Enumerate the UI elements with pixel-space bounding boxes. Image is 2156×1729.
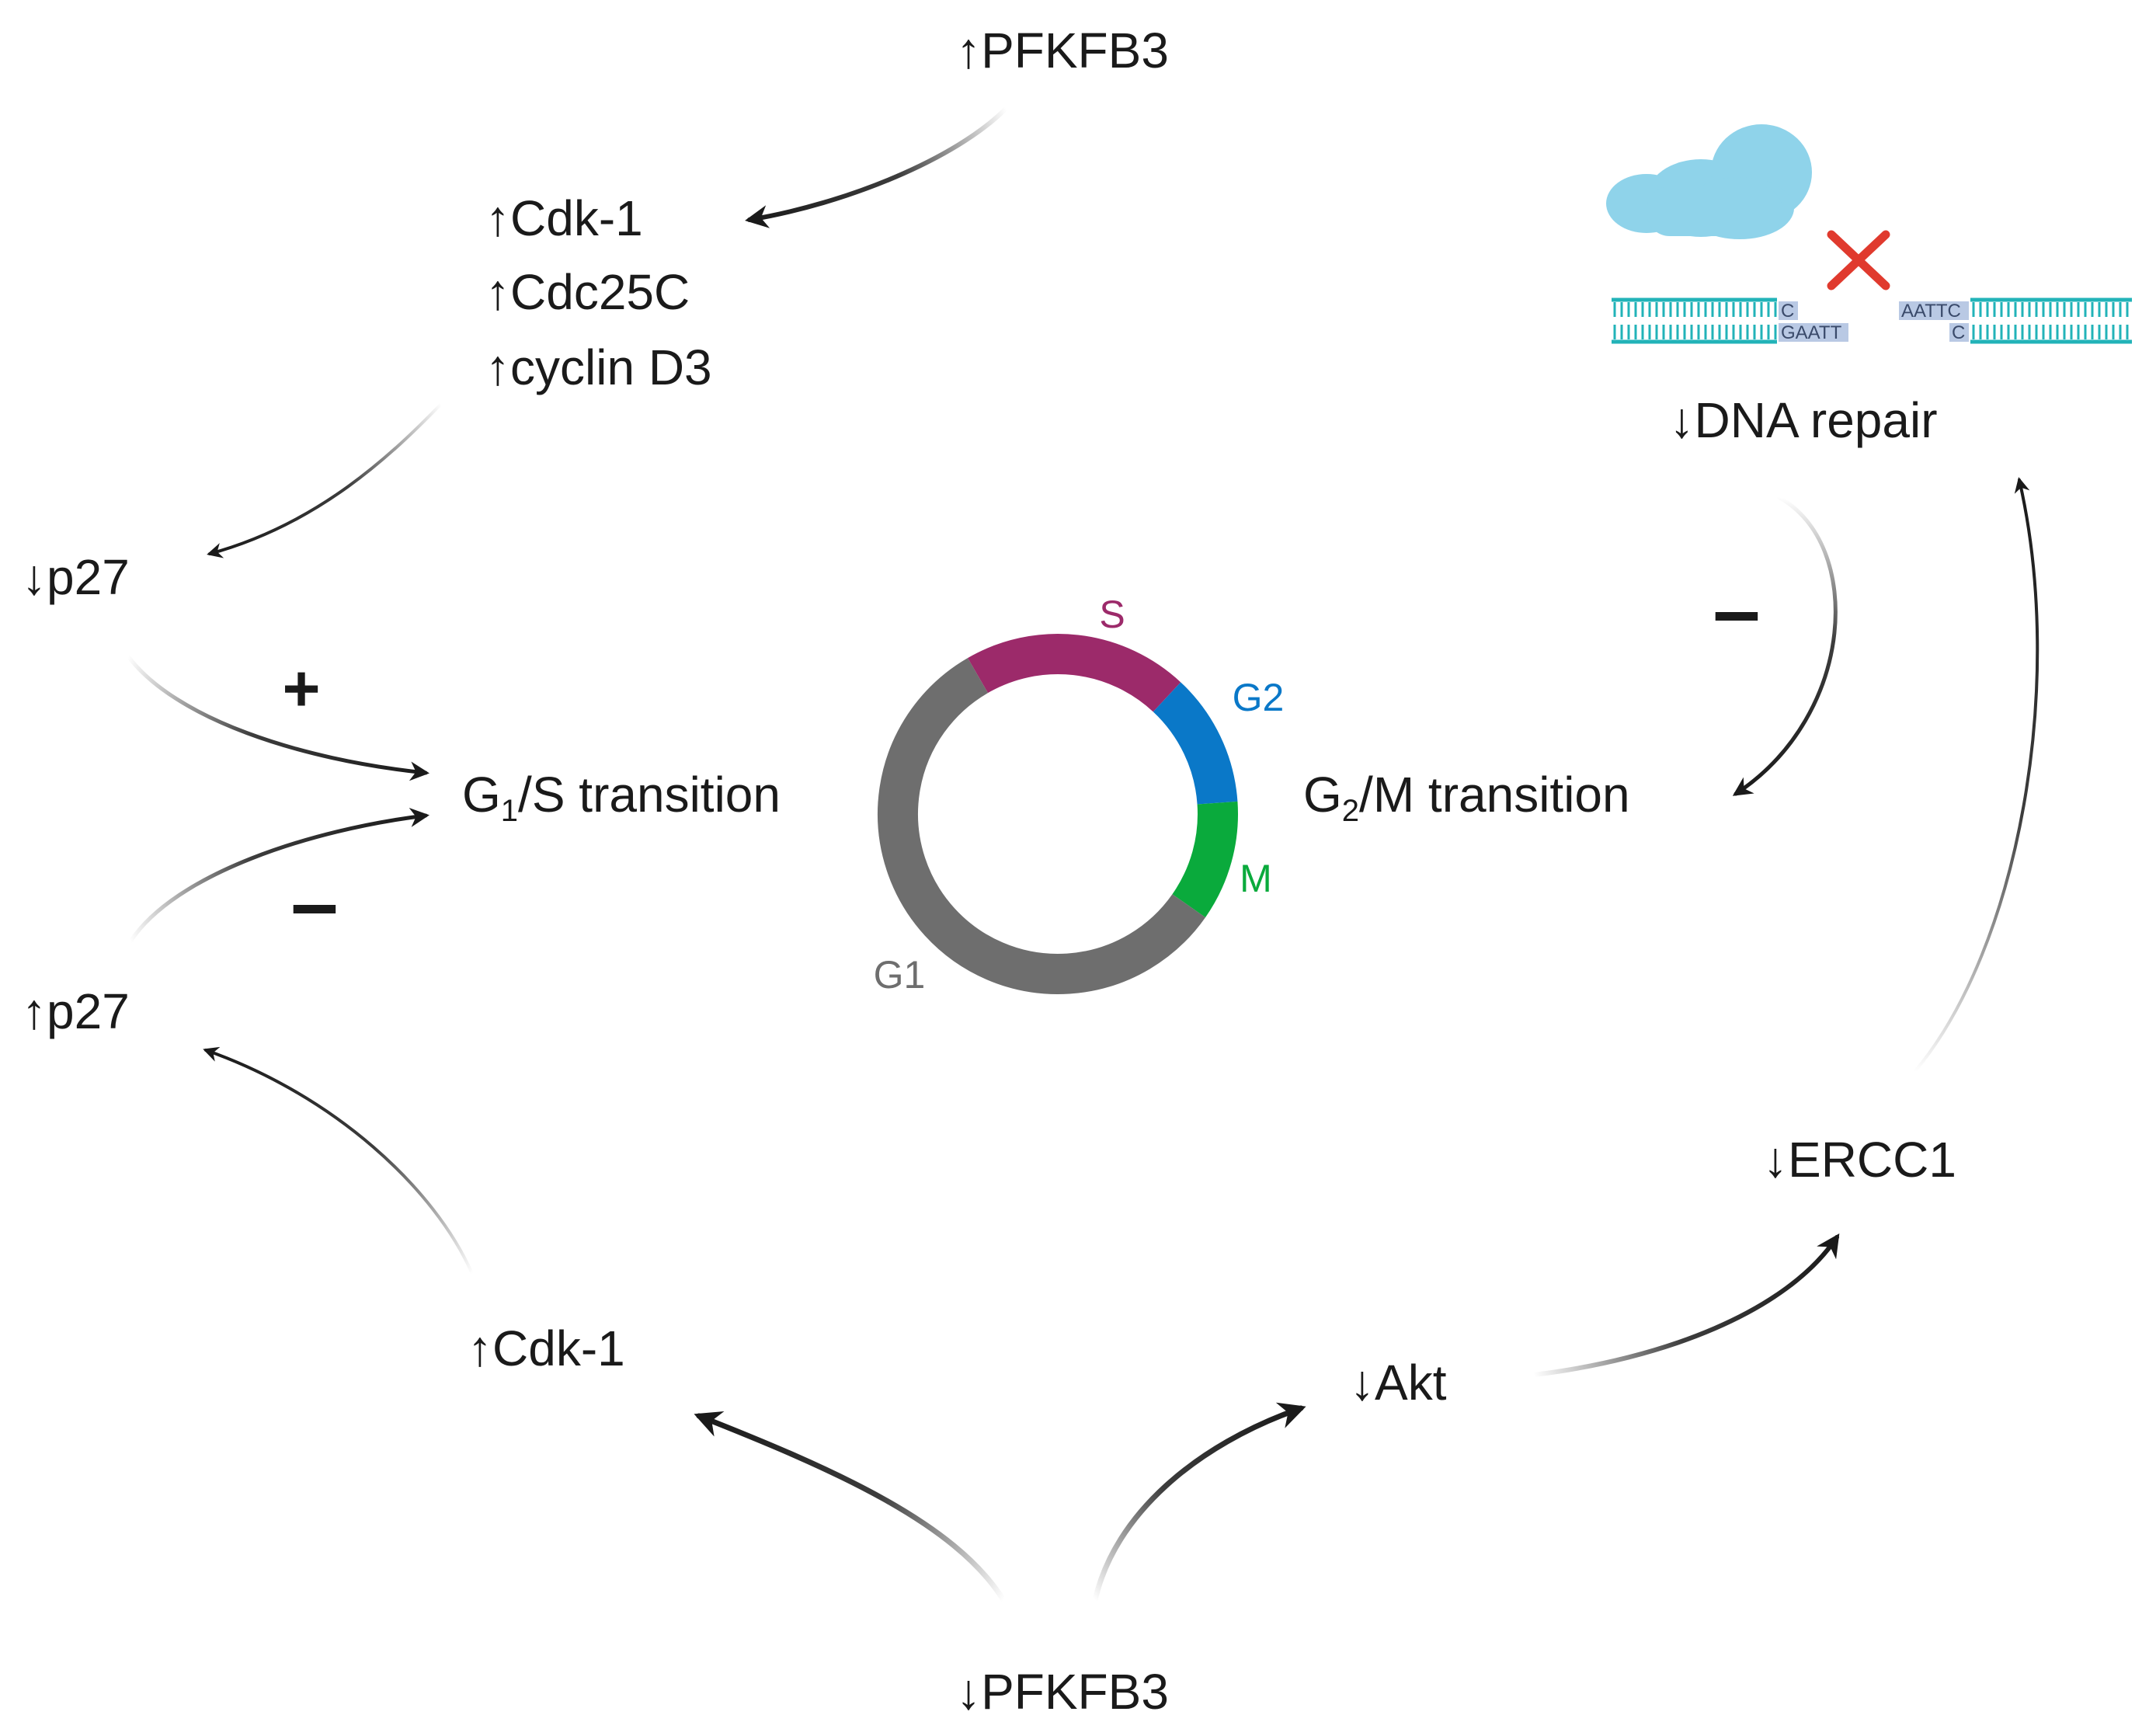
arrow-ercc1-to-dna-repair (1913, 477, 2040, 1073)
up-arrow-icon: ↑ (485, 190, 510, 246)
arrow-pfkfb3-to-cdk1-group (745, 106, 1008, 228)
label-pfkfb3-top: ↑PFKFB3 (956, 23, 1169, 78)
dna-strand-left (1612, 297, 1777, 344)
phase-label-g2: G2 (1233, 676, 1285, 719)
arrows (126, 106, 2040, 1603)
dna-damage-icon: C GAATT AATTC C (1606, 124, 2132, 344)
plus-sign: + (282, 652, 320, 725)
phase-label-s: S (1099, 593, 1125, 636)
label-cdk1-bottom: ↑Cdk-1 (468, 1320, 625, 1376)
down-arrow-icon: ↓ (1350, 1355, 1375, 1411)
cell-cycle-ring: S G2M G1 (874, 593, 1285, 997)
sticky-end-right-top-box (1899, 301, 1969, 320)
arrow-pfkfb3-bottom-to-akt (1092, 1402, 1306, 1603)
cross-icon (1827, 230, 1890, 290)
arrow-dna-repair-to-g2m (1732, 495, 1838, 796)
down-arrow-icon: ↓ (22, 549, 47, 605)
phase-label-m: M (1240, 857, 1272, 900)
sticky-end-right-top: AATTC (1901, 301, 1961, 322)
arrow-p27-up-to-g1s (128, 808, 429, 944)
arrow-cdk1-bottom-to-p27-up (203, 1046, 474, 1275)
label-cdc25c: ↑Cdc25C (485, 264, 690, 320)
label-cdk1-top: ↑Cdk-1 (485, 190, 643, 246)
up-arrow-icon: ↑ (485, 339, 510, 395)
minus-sign-right: – (1713, 562, 1760, 658)
label-ercc1: ↓ERCC1 (1763, 1132, 1956, 1188)
sticky-end-right-bottom: C (1952, 322, 1965, 343)
sticky-end-left-bottom-box (1779, 323, 1848, 342)
arrow-p27-down-to-g1s (126, 654, 429, 781)
label-pfkfb3-bottom: ↓PFKFB3 (956, 1664, 1169, 1720)
label-akt: ↓Akt (1350, 1355, 1447, 1411)
label-g1s-transition: G1/S transition (462, 767, 781, 828)
up-arrow-icon: ↑ (468, 1320, 492, 1376)
sticky-end-left-top-box (1779, 301, 1798, 320)
up-arrow-icon: ↑ (485, 264, 510, 320)
down-arrow-icon: ↓ (956, 1664, 981, 1720)
down-arrow-icon: ↓ (1763, 1132, 1788, 1188)
label-cyclin-d3: ↑cyclin D3 (485, 339, 712, 395)
dna-strand-right (1970, 297, 2132, 344)
sticky-end-right-bottom-box (1949, 323, 1969, 342)
down-arrow-icon: ↓ (1670, 392, 1695, 448)
arrow-pfkfb3-bottom-to-cdk1 (694, 1411, 1007, 1603)
arrow-akt-to-ercc1 (1532, 1233, 1840, 1377)
phase-label-g1: G1 (874, 953, 926, 997)
sticky-end-left-bottom: GAATT (1781, 322, 1842, 343)
arrow-cyclin-group-to-p27-down (207, 402, 443, 558)
minus-sign-left: – (290, 855, 338, 951)
up-arrow-icon: ↑ (956, 23, 981, 78)
ring-segment-g1 (878, 658, 1206, 994)
cloud-icon (1606, 124, 1812, 239)
label-dna-repair: ↓DNA repair (1670, 392, 1938, 448)
up-arrow-icon: ↑ (22, 983, 47, 1039)
label-g2m-transition: G2/M transition (1303, 767, 1630, 828)
ring-segment-m (1172, 801, 1238, 918)
sticky-end-left-top: C (1781, 301, 1794, 322)
ring-segment-s (968, 634, 1181, 712)
label-p27-down: ↓p27 (22, 549, 130, 605)
ring-segment-g2 (1153, 682, 1238, 805)
label-p27-up: ↑p27 (22, 983, 130, 1039)
